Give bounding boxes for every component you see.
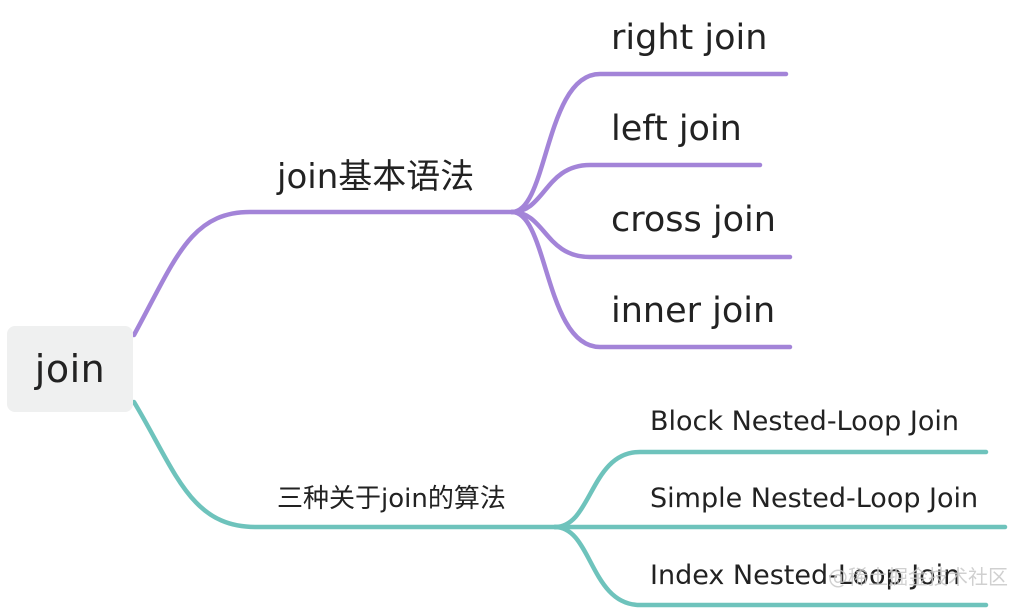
leaf-index-nested-loop-join[interactable]: Index Nested-Loop Join <box>650 560 961 591</box>
connector-root-to-syntax <box>131 209 515 338</box>
watermark-text: @稀土掘金技术社区 <box>828 565 1008 589</box>
connector-root-to-algorithms <box>131 399 558 530</box>
branch-label-join-algorithms[interactable]: 三种关于join的算法 <box>277 484 506 514</box>
connector-algorithms-to-index <box>552 524 989 608</box>
connector-syntax-to-right-join <box>509 71 789 215</box>
leaf-simple-nested-loop-join[interactable]: Simple Nested-Loop Join <box>650 483 979 514</box>
branch-label-join-syntax[interactable]: join基本语法 <box>277 157 475 197</box>
leaf-left-join[interactable]: left join <box>611 109 742 149</box>
leaf-inner-join[interactable]: inner join <box>611 291 776 331</box>
root-node-label: join <box>34 347 106 391</box>
connector-algorithms-to-block <box>552 449 989 530</box>
root-node[interactable]: join <box>7 326 133 412</box>
leaf-cross-join[interactable]: cross join <box>611 200 776 240</box>
connector-syntax-to-left-join <box>509 162 763 215</box>
connector-syntax-to-inner-join <box>509 209 793 350</box>
leaf-block-nested-loop-join[interactable]: Block Nested-Loop Join <box>650 406 959 437</box>
leaf-right-join[interactable]: right join <box>611 18 768 58</box>
